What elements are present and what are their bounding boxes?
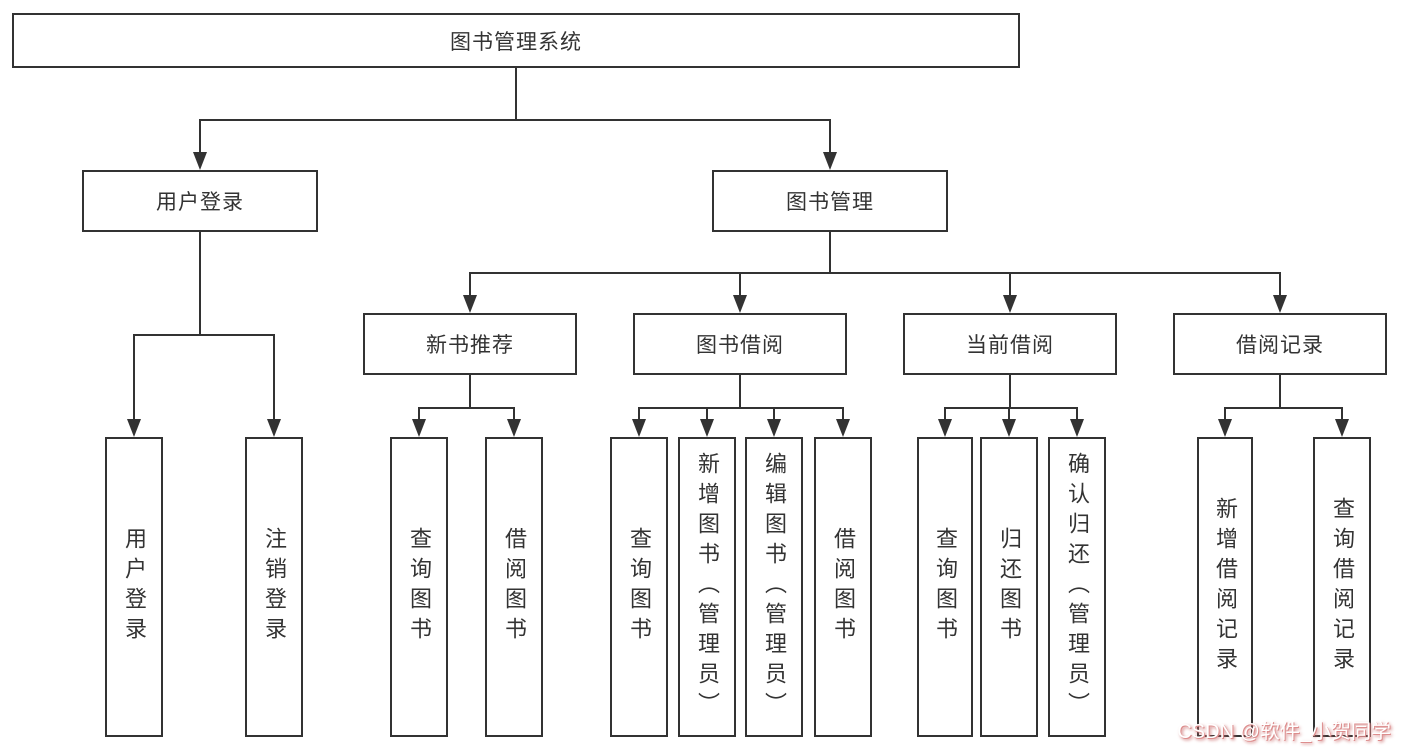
connector-line [1224, 407, 1343, 409]
connector-line [944, 407, 1078, 409]
leaf-confirm-return-admin: 确认归还（管理员） [1048, 437, 1106, 737]
arrowhead-icon [267, 419, 281, 437]
arrowhead-icon [193, 152, 207, 170]
leaf-rec-borrow-book: 借阅图书 [485, 437, 543, 737]
connector-line [418, 408, 420, 421]
csdn-watermark: CSDN @软件_小贺同学 [1177, 721, 1391, 743]
connector-line [638, 407, 844, 409]
arrowhead-icon [1335, 419, 1349, 437]
node-book-borrow: 图书借阅 [633, 313, 847, 375]
connector-line [1224, 408, 1226, 421]
leaf-user-login: 用户登录 [105, 437, 163, 737]
leaf-borrow-query-book-label: 查询图书 [627, 527, 652, 647]
node-borrow-records-label: 借阅记录 [1236, 334, 1324, 357]
leaf-rec-borrow-book-label: 借阅图书 [502, 527, 527, 647]
leaf-add-borrow-record: 新增借阅记录 [1197, 437, 1253, 737]
connector-line [469, 272, 1281, 274]
arrowhead-icon [1002, 419, 1016, 437]
leaf-rec-query-book-label: 查询图书 [407, 527, 432, 647]
connector-line [199, 119, 831, 121]
connector-line [1076, 408, 1078, 421]
leaf-rec-query-book: 查询图书 [390, 437, 448, 737]
leaf-query-borrow-record: 查询借阅记录 [1313, 437, 1371, 737]
arrowhead-icon [1273, 295, 1287, 313]
arrowhead-icon [700, 419, 714, 437]
arrowhead-icon [507, 419, 521, 437]
arrowhead-icon [1218, 419, 1232, 437]
node-borrow-records: 借阅记录 [1173, 313, 1387, 375]
arrowhead-icon [836, 419, 850, 437]
leaf-confirm-return-admin-label: 确认归还（管理员） [1065, 452, 1090, 722]
node-book-management-label: 图书管理 [786, 191, 874, 214]
connector-line [944, 408, 946, 421]
arrowhead-icon [938, 419, 952, 437]
node-root-label: 图书管理系统 [450, 30, 582, 54]
leaf-query-borrow-record-label: 查询借阅记录 [1330, 497, 1355, 677]
leaf-add-book-admin: 新增图书（管理员） [678, 437, 736, 737]
node-user-login-group: 用户登录 [82, 170, 318, 232]
arrowhead-icon [767, 419, 781, 437]
connector-line [1279, 273, 1281, 297]
arrowhead-icon [1003, 295, 1017, 313]
arrowhead-icon [127, 419, 141, 437]
leaf-logout: 注销登录 [245, 437, 303, 737]
connector-line [829, 120, 831, 154]
connector-line [469, 273, 471, 297]
arrowhead-icon [463, 295, 477, 313]
connector-line [1008, 408, 1010, 421]
connector-line [1341, 408, 1343, 421]
leaf-edit-book-admin-label: 编辑图书（管理员） [762, 452, 787, 722]
connector-line [1279, 375, 1281, 408]
leaf-current-query-book: 查询图书 [917, 437, 973, 737]
connector-line [638, 408, 640, 421]
node-new-book-recommend-label: 新书推荐 [426, 334, 514, 357]
leaf-return-book-label: 归还图书 [997, 527, 1022, 647]
connector-line [739, 273, 741, 297]
leaf-current-query-book-label: 查询图书 [933, 527, 958, 647]
arrowhead-icon [412, 419, 426, 437]
connector-line [1009, 375, 1011, 408]
node-current-borrow: 当前借阅 [903, 313, 1117, 375]
connector-line [1009, 273, 1011, 297]
node-new-book-recommend: 新书推荐 [363, 313, 577, 375]
leaf-add-book-admin-label: 新增图书（管理员） [695, 452, 720, 722]
leaf-logout-label: 注销登录 [262, 527, 287, 647]
leaf-borrow-book: 借阅图书 [814, 437, 872, 737]
connector-line [773, 408, 775, 421]
node-book-management: 图书管理 [712, 170, 948, 232]
leaf-return-book: 归还图书 [980, 437, 1038, 737]
connector-line [829, 232, 831, 273]
connector-line [842, 408, 844, 421]
connector-line [273, 335, 275, 421]
leaf-borrow-book-label: 借阅图书 [831, 527, 856, 647]
node-user-login-group-label: 用户登录 [156, 191, 244, 214]
connector-line [739, 375, 741, 408]
leaf-add-borrow-record-label: 新增借阅记录 [1213, 497, 1238, 677]
connector-line [199, 120, 201, 154]
leaf-user-login-label: 用户登录 [122, 527, 147, 647]
connector-line [199, 232, 201, 335]
node-book-borrow-label: 图书借阅 [696, 334, 784, 357]
connector-line [469, 375, 471, 408]
node-root: 图书管理系统 [12, 13, 1020, 68]
connector-line [133, 334, 275, 336]
arrowhead-icon [632, 419, 646, 437]
connector-line [513, 408, 515, 421]
connector-line [515, 68, 517, 120]
arrowhead-icon [1070, 419, 1084, 437]
arrowhead-icon [823, 152, 837, 170]
node-current-borrow-label: 当前借阅 [966, 334, 1054, 357]
connector-line [706, 408, 708, 421]
leaf-borrow-query-book: 查询图书 [610, 437, 668, 737]
connector-line [133, 335, 135, 421]
arrowhead-icon [733, 295, 747, 313]
leaf-edit-book-admin: 编辑图书（管理员） [745, 437, 803, 737]
connector-line [418, 407, 515, 409]
